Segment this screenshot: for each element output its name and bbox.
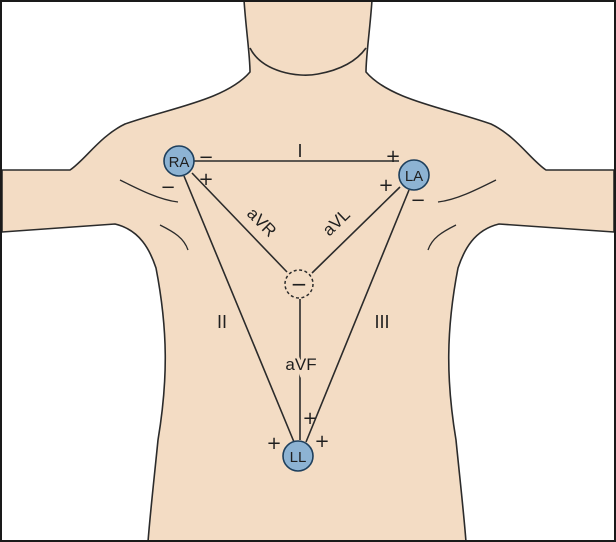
chin-line [249, 47, 367, 76]
lead-i-label: I [297, 141, 302, 161]
electrode-ll-circle [282, 440, 314, 472]
central-terminal-circle [284, 269, 314, 299]
lead-iii-line [305, 189, 410, 443]
electrode-ll: LL [282, 440, 314, 472]
electrode-ra-circle [163, 145, 195, 177]
electrode-ra-label: RA [169, 154, 190, 171]
ll-lead-ii-sign: + [266, 433, 281, 454]
lead-ii-label: II [217, 312, 227, 332]
electrode-la-label: LA [405, 168, 423, 185]
electrode-la: LA [398, 159, 430, 191]
central-terminal: − [284, 269, 314, 299]
right-clavicle-line [119, 179, 179, 203]
left-axilla-fold [427, 224, 457, 251]
avf-label: aVF [285, 355, 316, 374]
right-axilla-fold [159, 224, 189, 251]
ra-lead-i-sign: − [198, 147, 213, 168]
left-clavicle-line [437, 179, 497, 203]
ra-avr-sign: + [198, 169, 213, 190]
ll-avf-sign: + [302, 408, 317, 429]
la-avl-sign: + [378, 175, 393, 196]
lead-lines [183, 160, 410, 443]
electrode-ra: RA [163, 145, 195, 177]
polarity-signs: − − + + + − + + + [160, 146, 425, 454]
electrode-la-circle [398, 159, 430, 191]
lead-ii-line [183, 175, 295, 443]
la-lead-iii-sign: − [410, 190, 425, 211]
la-lead-i-sign: + [385, 146, 400, 167]
avl-line [311, 186, 401, 274]
lead-iii-label: III [374, 312, 389, 332]
ra-lead-ii-sign: − [160, 177, 175, 198]
electrode-ll-label: LL [290, 449, 307, 466]
avr-line [191, 172, 288, 273]
ll-lead-iii-sign: + [314, 431, 329, 452]
central-terminal-sign: − [291, 272, 308, 296]
